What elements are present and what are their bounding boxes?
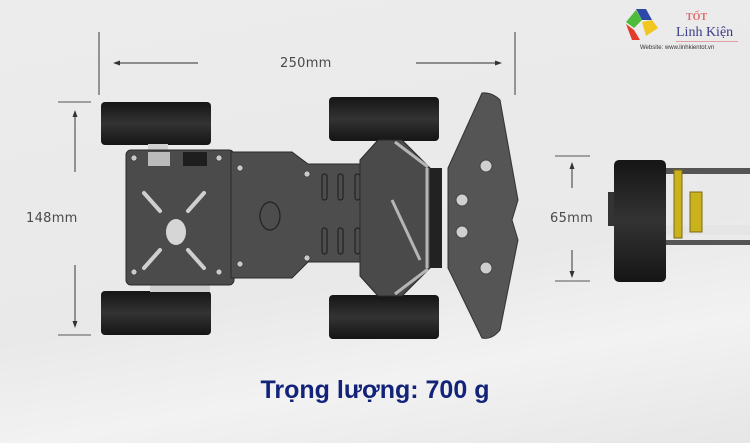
rear-right-tire	[101, 291, 211, 335]
logo-cube-icon	[626, 9, 658, 40]
front-bumper	[447, 92, 519, 339]
side-tire	[614, 160, 666, 282]
length-dimension-label: 250mm	[280, 56, 332, 71]
front-right-tire	[329, 295, 439, 339]
logo-brand-top: TỐT	[686, 12, 708, 23]
height-dimension-label: 65mm	[550, 211, 594, 226]
front-left-tire	[329, 97, 439, 141]
logo-website: Website: www.linhkientot.vn	[640, 45, 715, 51]
weight-caption: Trọng lượng: 700 g	[260, 376, 490, 404]
logo-brand-name: Linh Kiện	[676, 25, 734, 40]
yellow-standoff	[673, 169, 683, 239]
rear-left-tire	[101, 102, 211, 145]
width-dimension-label: 148mm	[26, 211, 78, 226]
logo-divider	[676, 41, 738, 42]
